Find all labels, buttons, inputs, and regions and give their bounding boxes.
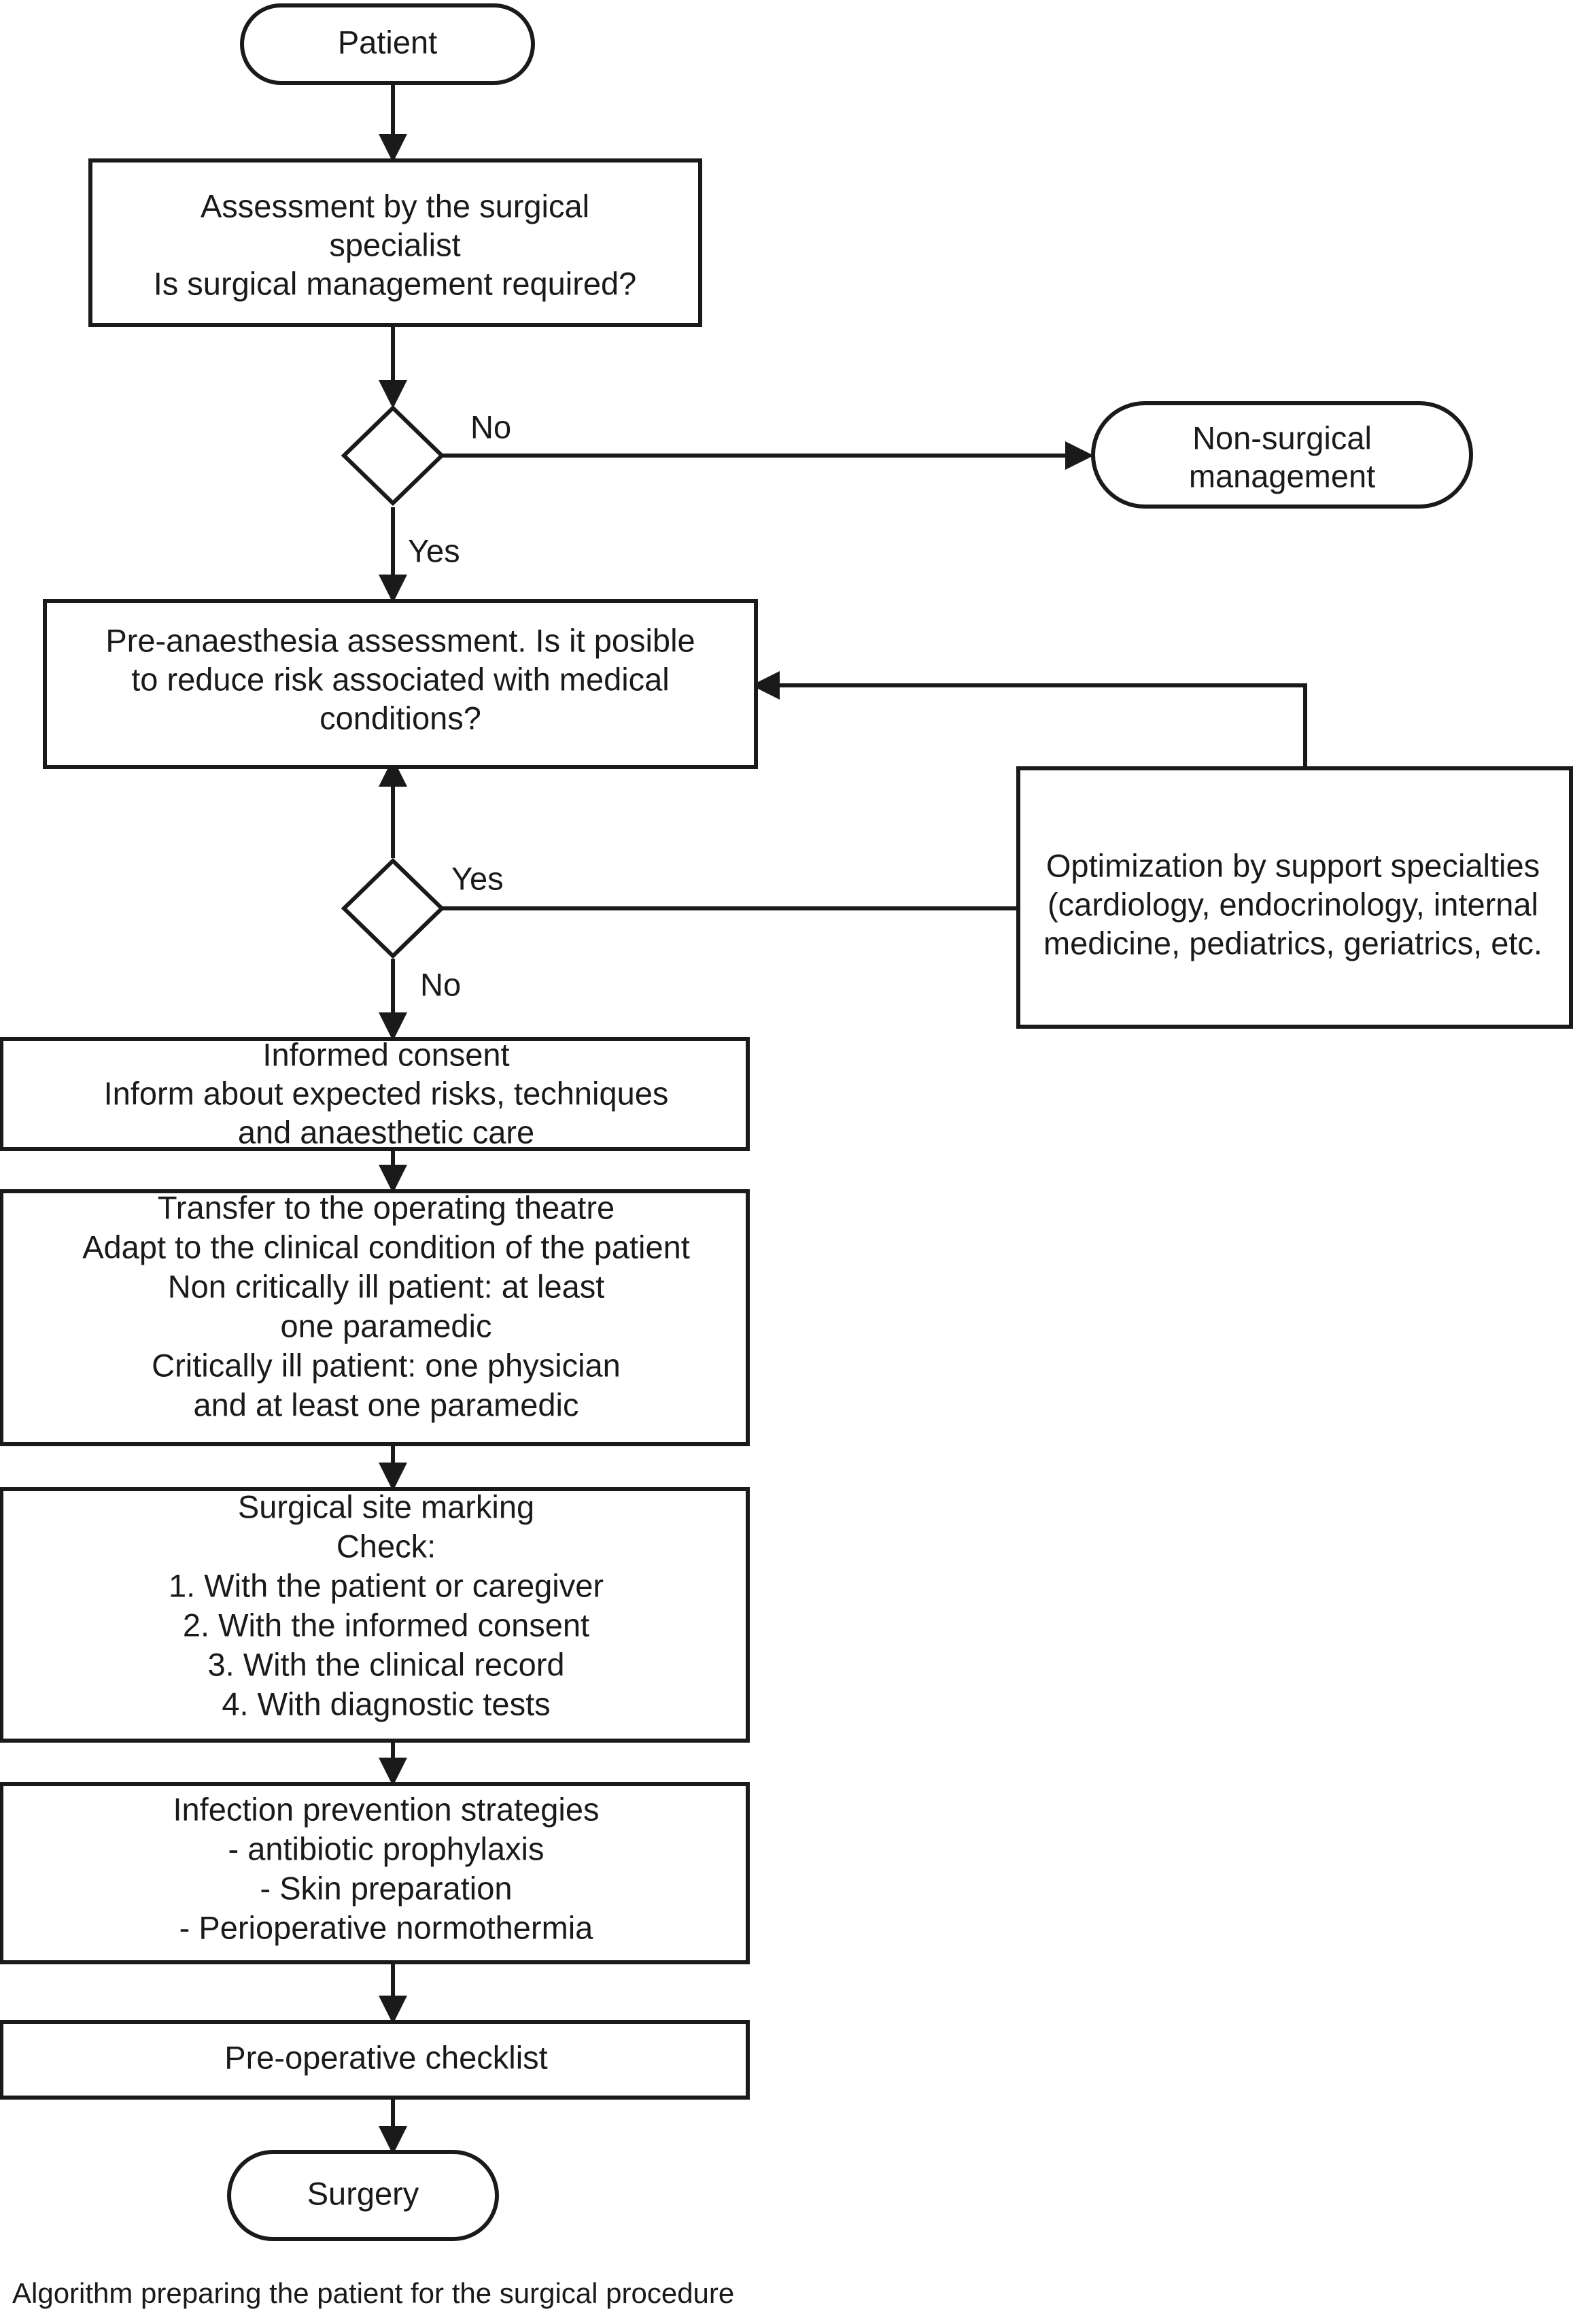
node-site-marking-line-6: 4. With diagnostic tests [222,1686,550,1722]
node-surgical-site-marking[interactable] [0,1487,750,1743]
node-pre-anaesthesia-assessment[interactable] [43,599,758,769]
node-site-marking-line-5: 3. With the clinical record [207,1646,564,1682]
node-preoperative-checklist[interactable] [0,2020,750,2100]
node-site-marking-line-4: 2. With the informed consent [183,1607,589,1643]
node-non-surgical-line-1: Non-surgical [1192,420,1372,456]
edge-label-risk-yes: Yes [451,860,504,896]
node-informed-consent-line-1: Informed consent [262,1036,509,1072]
node-site-marking-line-2: Check: [336,1528,436,1564]
node-optimization-support-specialties[interactable] [1016,766,1573,1029]
node-assessment[interactable] [88,158,702,327]
node-site-marking-line-3: 1. With the patient or caregiver [169,1567,604,1603]
node-non-surgical-management[interactable] [1091,401,1473,509]
node-transfer-operating-theatre[interactable] [0,1189,750,1446]
node-infection-line-1: Infection prevention strategies [173,1791,599,1827]
node-transfer-line-1: Transfer to the operating theatre [158,1189,615,1225]
node-decision-surgical[interactable] [341,405,445,507]
node-optimization-line-2: (cardiology, endocrinology, internal [1048,886,1538,922]
node-non-surgical-line-2: management [1189,458,1375,494]
node-infection-prevention[interactable] [0,1782,750,1964]
node-assessment-line-2: specialist [329,226,460,262]
edge-label-surgical-no: No [470,409,511,445]
node-surgery[interactable] [227,2150,499,2241]
node-infection-line-2: - antibiotic prophylaxis [228,1830,544,1866]
node-transfer-line-5: Critically ill patient: one physician [152,1347,621,1383]
node-pre-anaesthesia-line-2: to reduce risk associated with medical [131,661,670,697]
node-transfer-line-6: and at least one paramedic [194,1386,579,1422]
node-informed-consent-line-3: and anaesthetic care [238,1114,534,1150]
node-optimization-line-3: medicine, pediatrics, geriatrics, etc. [1043,925,1542,961]
edge-label-risk-no: No [420,966,461,1002]
node-decision-risk[interactable] [341,857,445,959]
node-pre-anaesthesia-line-1: Pre-anaesthesia assessment. Is it posibl… [105,622,695,658]
node-pre-anaesthesia-line-3: conditions? [319,700,481,736]
node-patient[interactable] [240,3,535,85]
node-assessment-line-3: Is surgical management required? [154,265,637,301]
node-optimization-line-1: Optimization by support specialties [1046,847,1540,883]
node-preoperative-checklist-label: Pre-operative checklist [224,2039,547,2075]
edge-label-surgical-yes: Yes [408,532,460,568]
node-infection-line-4: - Perioperative normothermia [179,1909,593,1945]
node-transfer-line-3: Non critically ill patient: at least [168,1268,605,1304]
connector-optimization-to-preanaesthesia-feedback [751,671,1307,768]
node-infection-line-3: - Skin preparation [260,1870,513,1906]
node-transfer-line-2: Adapt to the clinical condition of the p… [82,1229,690,1265]
node-site-marking-line-1: Surgical site marking [238,1488,534,1524]
node-informed-consent[interactable] [0,1037,750,1151]
node-assessment-line-1: Assessment by the surgical [201,188,589,224]
diagram-caption: Algorithm preparing the patient for the … [12,2277,734,2309]
node-patient-label: Patient [338,24,437,60]
node-surgery-label: Surgery [307,2175,419,2211]
node-informed-consent-line-2: Inform about expected risks, techniques [104,1075,669,1111]
node-transfer-line-4: one paramedic [281,1308,492,1344]
